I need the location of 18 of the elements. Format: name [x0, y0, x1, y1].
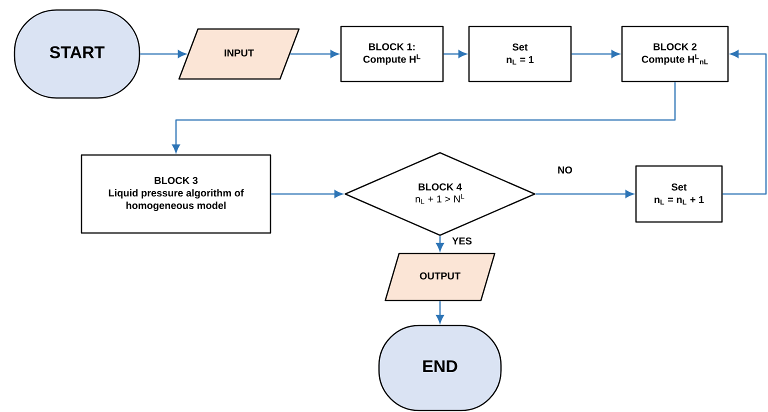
arrow: [436, 236, 444, 252]
process-box: Set n$_{L}$ = n$_{L}$ + 1: [635, 165, 723, 223]
process-box: Set n$_{L}$ = 1: [468, 26, 572, 82]
edge-label: YES: [451, 236, 473, 246]
arrow: [722, 50, 767, 195]
arrow: [436, 301, 444, 324]
io-parallelogram: INPUT: [178, 28, 300, 80]
arrow: [172, 82, 676, 153]
arrow: [271, 190, 343, 198]
process-box: BLOCK 1: Compute H$^{L}$: [340, 26, 444, 82]
arrow: [536, 190, 634, 198]
arrow: [444, 50, 467, 58]
arrow: [572, 50, 620, 58]
io-parallelogram: OUTPUT: [384, 252, 496, 302]
arrow: [140, 50, 186, 58]
process-box: BLOCK 3 Liquid pressure algorithm of homogeneous model: [80, 154, 272, 234]
edge-label: NO: [556, 165, 574, 175]
arrow: [290, 50, 339, 58]
